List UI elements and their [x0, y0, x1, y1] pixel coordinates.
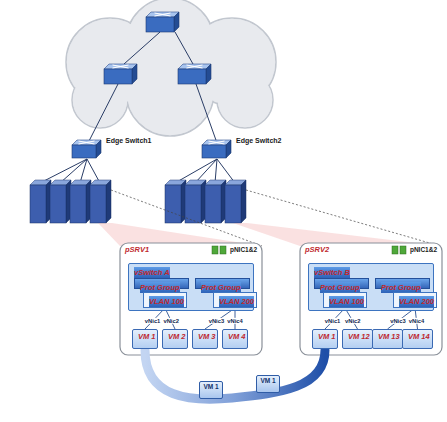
vnic-label: vNic3 — [389, 318, 406, 324]
vnic-label: vNic1 — [144, 318, 161, 324]
edge-switch: Edge Switch2 — [202, 141, 232, 159]
server-rack — [70, 180, 91, 223]
switch-icon — [202, 139, 238, 159]
vnic-label: vNic3 — [208, 318, 225, 324]
switch-icon — [104, 64, 137, 84]
vm-box: VM 14 — [402, 329, 433, 349]
node-label: VM 2 — [168, 333, 186, 342]
vm-box: VM 2 — [162, 329, 188, 349]
vnic-label: vNic4 — [226, 318, 243, 324]
node-label: vSwitch A — [134, 267, 170, 278]
panel-label: pSRV1 — [125, 246, 149, 255]
panel-label: pNIC1&2 — [230, 246, 257, 253]
vnic-label: vNic2 — [162, 318, 179, 324]
port-group-box: Prot Group — [134, 278, 189, 289]
node-label: VM 13 — [378, 333, 400, 342]
server-rack — [30, 180, 51, 223]
panel-label: pNIC1&2 — [410, 246, 437, 253]
edge-switch: Edge Switch1 — [72, 141, 102, 159]
node-label: VM 14 — [408, 333, 430, 342]
node-label: VM 12 — [348, 333, 370, 342]
panel-ground — [300, 243, 442, 355]
node-label: vSwitch B — [314, 267, 350, 278]
node-label: VM 3 — [198, 333, 216, 342]
network-wires — [40, 32, 235, 183]
server-rack — [225, 180, 246, 223]
vlan-box: VLAN 100 — [143, 292, 187, 308]
server-rack — [185, 180, 206, 223]
node-label: VLAN 100 — [149, 296, 184, 307]
zoom-beam — [98, 190, 442, 246]
vm-box: VM 12 — [342, 329, 373, 349]
vlan-box: VLAN 200 — [213, 292, 257, 308]
vm-box: VM 1 — [312, 329, 338, 349]
node-label: VM 4 — [228, 333, 246, 342]
network-cloud — [66, 0, 276, 136]
migration-ribbon — [145, 350, 325, 399]
switch-icon — [178, 64, 211, 84]
node-label: Edge Switch2 — [236, 137, 282, 145]
vnic-label: vNic2 — [344, 318, 361, 324]
node-label: Edge Switch1 — [106, 137, 152, 145]
port-group-box: Prot Group — [314, 278, 369, 289]
vnic-label: vNic1 — [324, 318, 341, 324]
switch-icon — [202, 140, 231, 158]
pnic-icon — [212, 246, 218, 254]
node-label: VLAN 100 — [329, 296, 364, 307]
vnic-link — [345, 308, 358, 329]
vm-box: VM 13 — [372, 329, 403, 349]
vnic-link — [388, 308, 416, 329]
pnic-icon — [392, 246, 398, 254]
server-panel: Prot Group Prot GroupVLAN 100 VLAN 200 vSwi… — [300, 243, 442, 355]
vm-box: VM 1 — [132, 329, 158, 349]
server-panel: Prot Group Prot GroupVLAN 100 VLAN 200 vSwi… — [120, 243, 262, 355]
node-label: VM 1 — [318, 333, 336, 342]
port-group-box: Prot Group — [375, 278, 430, 289]
vnic-link — [145, 308, 165, 329]
node-label: VM 1 — [201, 383, 221, 390]
vm-box: VM 3 — [192, 329, 218, 349]
vswitch-box: Prot Group Prot GroupVLAN 100 VLAN 200 vSwi… — [308, 263, 434, 311]
migrating-vm: VM 1 — [199, 381, 223, 399]
panel-label: pSRV2 — [305, 246, 329, 255]
vnic-link — [325, 308, 345, 329]
node-label: VLAN 200 — [219, 296, 254, 307]
node-label: VM 1 — [258, 377, 278, 384]
switch-icon — [72, 140, 101, 158]
vnic-link — [165, 308, 175, 329]
vnic-link — [205, 308, 235, 329]
vm-box: VM 4 — [222, 329, 248, 349]
panel-ground — [120, 243, 262, 355]
pnic-icon — [220, 246, 226, 254]
node-label: VLAN 200 — [399, 296, 434, 307]
migrating-vm: VM 1 — [256, 375, 280, 393]
vnic-label: vNic4 — [408, 318, 425, 324]
vlan-box: VLAN 200 — [393, 292, 437, 308]
server-rack — [205, 180, 226, 223]
vswitch-box: Prot Group Prot GroupVLAN 100 VLAN 200 vSwi… — [128, 263, 254, 311]
port-group-box: Prot Group — [195, 278, 250, 289]
vnic-link — [235, 308, 236, 329]
switch-icon — [146, 12, 179, 32]
vnic-link — [415, 308, 418, 329]
server-rack — [90, 180, 111, 223]
server-rack — [50, 180, 71, 223]
vlan-box: VLAN 100 — [323, 292, 367, 308]
pnic-icon — [400, 246, 406, 254]
node-label: VM 1 — [138, 333, 156, 342]
switch-icon — [72, 139, 108, 159]
